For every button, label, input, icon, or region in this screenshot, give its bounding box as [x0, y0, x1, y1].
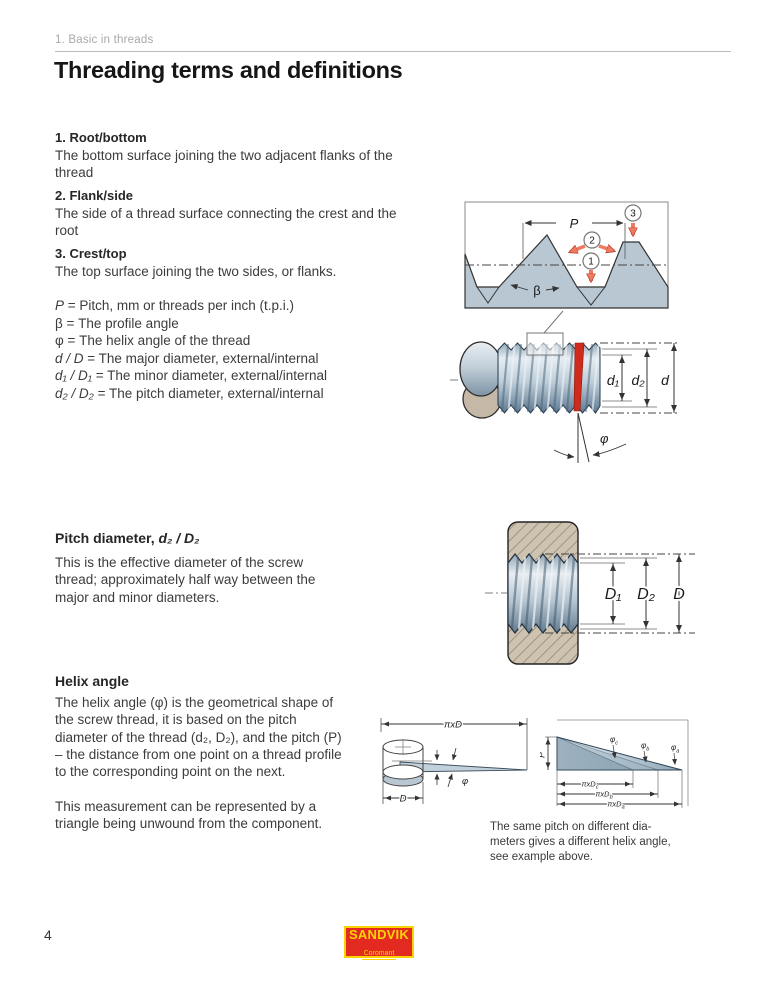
- screw-end-face: [459, 341, 503, 397]
- helix-angle-heading: Helix angle: [55, 673, 129, 689]
- section-crest-body: The top surface joining the two sides, o…: [55, 264, 337, 279]
- pixdb-base: πxD: [595, 790, 610, 799]
- helix-triangles-figure: P φc φb φa πxDc πxDb πxDa: [540, 719, 689, 811]
- sandvik-coromant-logo: SANDVIK Coromant: [344, 926, 414, 960]
- helix-angle-c-label: φc: [610, 735, 618, 747]
- major-diameter-internal-label: D: [673, 586, 685, 603]
- page-title: Threading terms and definitions: [54, 57, 403, 83]
- callout-2: 2: [570, 231, 614, 252]
- definition-row: β = The profile angle: [55, 315, 327, 333]
- callout-3-number: 3: [630, 209, 636, 220]
- definition-text: = The minor diameter, external/internal: [92, 368, 328, 383]
- header-rule: [55, 51, 731, 52]
- definition-text: = The major diameter, external/internal: [83, 350, 319, 366]
- minor-diameter-label: d₁: [607, 372, 620, 388]
- helix-angle-body-2: This measurement can be represented by a…: [55, 799, 323, 832]
- definition-term: d₂ / D₂: [55, 385, 94, 401]
- logo-sub-text: Coromant: [361, 950, 397, 960]
- phi-a-base: φ: [671, 743, 676, 752]
- pitch-diameter-heading-text: Pitch diameter,: [55, 530, 159, 546]
- highlighted-thread: [573, 342, 585, 412]
- helix-angle-phi-label: φ: [462, 776, 468, 787]
- circumference-c-label: πxDc: [582, 780, 599, 791]
- screw-drawing: d₁ d₂ d φ: [450, 341, 678, 463]
- phi-label: φ: [600, 431, 609, 446]
- pixda-sub: a: [622, 805, 625, 811]
- profile-angle-label: β: [533, 283, 540, 298]
- pitch-diameter-heading: Pitch diameter, d₂ / D₂: [55, 530, 200, 546]
- phi-b-base: φ: [641, 741, 646, 750]
- section-crest-heading: 3. Crest/top: [55, 246, 127, 261]
- minor-diameter-internal-label: D₁: [605, 586, 622, 603]
- pitch-height-label: P: [540, 752, 547, 758]
- phi-c-base: φ: [610, 735, 615, 744]
- callout-2-number: 2: [589, 236, 595, 247]
- pixdb-sub: b: [610, 795, 613, 801]
- circumference-b-label: πxDb: [595, 790, 612, 801]
- cylinder-diameter-label: D: [400, 794, 407, 805]
- definition-text: = The profile angle: [62, 315, 179, 331]
- section-root-body: The bottom surface joining the two adjac…: [55, 148, 393, 180]
- circumference-a-label: πxDa: [607, 800, 624, 811]
- helix-angle-a-label: φa: [671, 743, 679, 755]
- definitions-list: P = Pitch, mm or threads per inch (t.p.i…: [55, 297, 327, 402]
- thread-profile-teeth: [464, 233, 669, 309]
- definition-term: P: [55, 298, 65, 313]
- callout-1: 1: [582, 252, 600, 281]
- definition-term: d₁ / D₁: [55, 368, 93, 383]
- definition-row: d₁ / D₁ = The minor diameter, external/i…: [55, 367, 327, 385]
- caption-line: see example above.: [490, 851, 593, 863]
- pixdc-base: πxD: [582, 780, 597, 789]
- thread-profile-drawing: P β 3 2 1: [464, 201, 669, 309]
- definition-term: β: [55, 315, 63, 331]
- thread-profile-and-screw-figure: d₁ d₂ d φ P: [450, 201, 678, 463]
- pitch-label: P: [570, 216, 579, 231]
- definition-row: d₂ / D₂ = The pitch diameter, external/i…: [55, 385, 327, 403]
- helix-unwound-cylinder-figure: πxD φ D: [380, 718, 528, 806]
- definition-text: = Pitch, mm or threads per inch (t.p.i.): [64, 298, 294, 313]
- helix-angle-b-label: φb: [641, 741, 649, 753]
- pixda-base: πxD: [607, 800, 622, 809]
- callout-3: 3: [624, 204, 642, 235]
- pitch-diameter-heading-var: d₂ / D₂: [158, 530, 200, 546]
- triangle-small: [556, 736, 634, 771]
- pitch-diameter-internal-label: D₂: [637, 586, 655, 603]
- caption-line: meters gives a different helix angle,: [490, 836, 671, 848]
- pixdc-sub: c: [596, 785, 599, 791]
- definition-term: d / D: [55, 350, 84, 366]
- page-number: 4: [44, 927, 52, 943]
- definition-text: = The pitch diameter, external/internal: [93, 385, 324, 401]
- phi-a-sub: a: [676, 749, 679, 755]
- pitch-diameter-label: d₂: [631, 372, 645, 388]
- definition-row: d / D = The major diameter, external/int…: [55, 350, 327, 368]
- circumference-dim-label: πxD: [444, 720, 462, 731]
- definition-term: φ: [55, 333, 64, 348]
- callout-1-number: 1: [588, 257, 594, 268]
- section-flank-body: The side of a thread surface connecting …: [55, 206, 397, 238]
- definition-text: = The helix angle of the thread: [63, 333, 251, 348]
- logo-brand-text: SANDVIK: [349, 927, 409, 942]
- definition-row: φ = The helix angle of the thread: [55, 332, 327, 350]
- helix-angle-body-1: The helix angle (φ) is the geometrical s…: [55, 695, 342, 780]
- helix-angle-mark: φ: [553, 412, 627, 463]
- pitch-diameter-body: This is the effective diameter of the sc…: [55, 555, 316, 605]
- phi-b-sub: b: [646, 747, 649, 753]
- section-flank-heading: 2. Flank/side: [55, 188, 134, 203]
- section-root-heading: 1. Root/bottom: [55, 130, 147, 145]
- phi-c-sub: c: [615, 741, 618, 747]
- breadcrumb: 1. Basic in threads: [55, 34, 154, 46]
- definition-row: P = Pitch, mm or threads per inch (t.p.i…: [55, 297, 327, 315]
- major-diameter-label: d: [661, 372, 670, 388]
- callout-box: [526, 332, 564, 356]
- internal-thread-figure: D₁ D₂ D: [485, 521, 695, 665]
- figure-caption: The same pitch on different dia- meters …: [490, 820, 671, 865]
- caption-line: The same pitch on different dia-: [490, 821, 652, 833]
